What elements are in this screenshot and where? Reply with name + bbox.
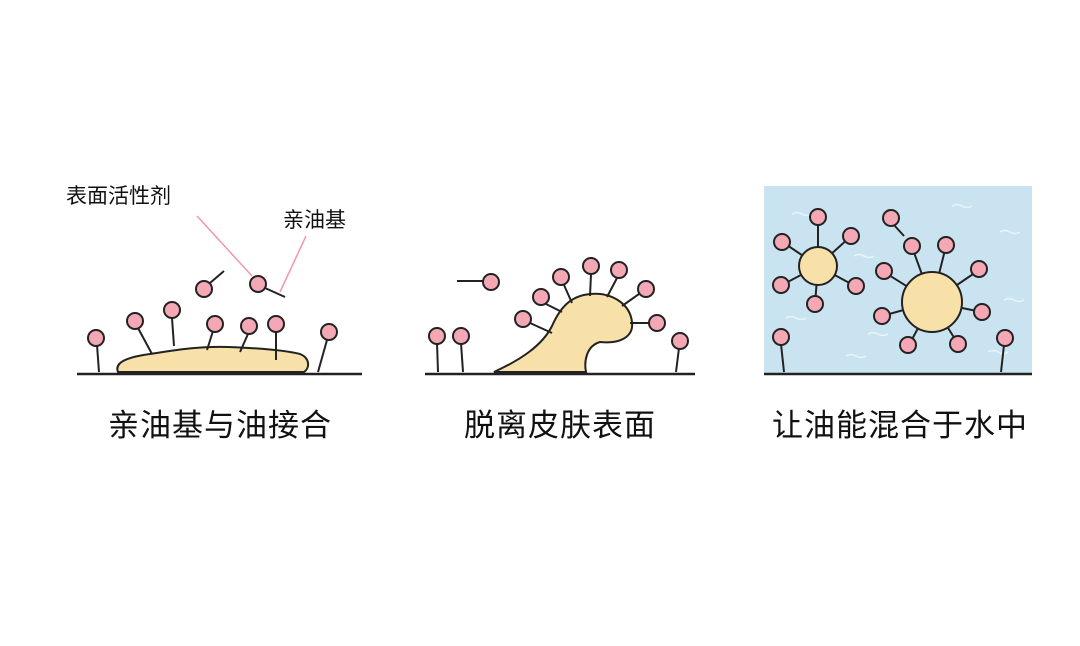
oil-core xyxy=(798,246,838,286)
surfactant-molecule xyxy=(772,328,790,373)
surfactant-label: 表面活性剂 xyxy=(66,184,171,208)
water-ripples xyxy=(785,203,1025,359)
surfactant-molecule xyxy=(317,323,338,373)
surfactant-molecule xyxy=(428,327,446,373)
lipophilic-group-label: 亲油基 xyxy=(283,208,346,232)
panel-1-oil-binding: 表面活性剂 亲油基 xyxy=(66,184,362,376)
floating-surfactant-molecule xyxy=(195,270,225,298)
surfactant-molecule xyxy=(126,312,153,355)
surfactant-molecule xyxy=(452,327,470,373)
floating-surfactant-molecule xyxy=(457,273,500,291)
panel-2-detaching xyxy=(425,257,695,376)
lipophilic-pointer-line xyxy=(279,235,307,293)
surfactant-molecule xyxy=(206,315,224,351)
surfactant-molecule xyxy=(87,329,105,373)
small-micelle xyxy=(772,208,865,313)
panel-2-caption: 脱离皮肤表面 xyxy=(464,408,656,444)
surfactant-molecule xyxy=(239,317,258,353)
attached-surfactant-molecule xyxy=(582,257,600,297)
attached-surfactant-molecule xyxy=(621,280,655,307)
attached-surfactant-molecule xyxy=(630,314,666,332)
oil-core xyxy=(901,271,963,333)
floating-surfactant-molecule xyxy=(249,275,286,298)
large-micelle xyxy=(873,236,991,354)
lifted-oil-droplet xyxy=(493,292,634,373)
attached-surfactant-molecule xyxy=(532,288,563,313)
panel-1-caption: 亲油基与油接合 xyxy=(108,408,332,444)
attached-surfactant-molecule xyxy=(606,261,628,298)
surfactant-pointer-line xyxy=(196,215,253,277)
attached-surfactant-molecule xyxy=(552,268,573,304)
surfactant-molecule xyxy=(163,301,181,347)
attached-surfactant-molecule xyxy=(514,310,553,334)
panel-3-emulsification xyxy=(764,186,1032,376)
surfactant-molecule xyxy=(671,332,689,373)
floating-surfactant-molecule xyxy=(882,209,905,237)
surfactant-molecule xyxy=(996,329,1014,373)
surfactant-molecule xyxy=(267,315,285,360)
panel-3-caption: 让油能混合于水中 xyxy=(772,408,1028,444)
oil-droplet xyxy=(116,345,310,373)
